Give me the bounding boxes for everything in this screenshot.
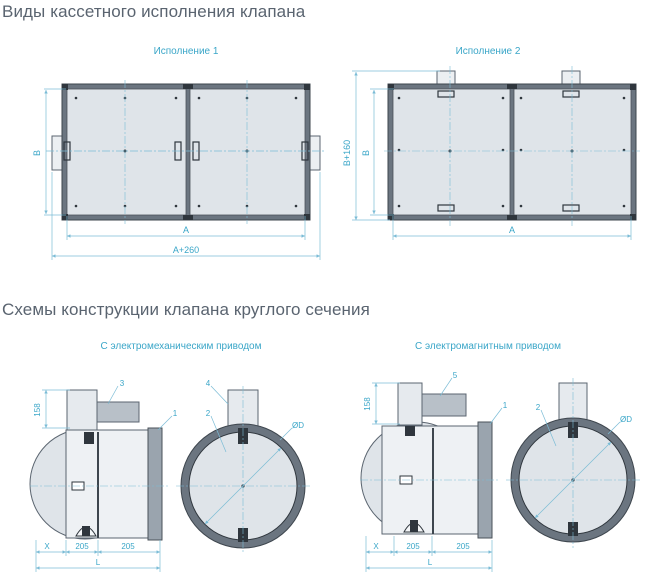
actuator-motor	[96, 401, 140, 423]
variant-2-dimensions	[352, 70, 632, 240]
dim-205b-mg: 205	[456, 542, 470, 551]
caption-variant-1: Исполнение 1	[153, 46, 219, 57]
actuator-box	[66, 389, 98, 433]
dim-205a-mg: 205	[406, 542, 420, 551]
dim-a260: A+260	[173, 245, 199, 255]
round-electromech-front-leaders	[210, 385, 293, 453]
round-electromag-front	[506, 378, 640, 548]
caption-electromagnetic: С электромагнитным приводом	[415, 341, 561, 352]
caption-electromechanical: С электромеханическим приводом	[100, 341, 262, 352]
round-electromag-front-leaders	[540, 409, 621, 447]
caption-variant-2: Исполнение 2	[455, 46, 521, 57]
round-electromag-side-dims	[365, 377, 503, 572]
top-flange-left	[436, 70, 456, 86]
dim-205a-em: 205	[75, 542, 89, 551]
dim-x-em: X	[44, 542, 50, 551]
dim-a-v2: A	[509, 225, 515, 235]
section-title-round: Схемы конструкции клапана круглого сечен…	[2, 300, 370, 319]
round-electromech-side	[29, 389, 170, 541]
dim-b-v2: B	[361, 150, 371, 156]
dim-158-em: 158	[33, 403, 42, 417]
dim-205b-em: 205	[121, 542, 135, 551]
round-electromech-front	[176, 386, 310, 552]
dim-a-v1: A	[183, 225, 189, 235]
dim-b-v1: B	[32, 150, 42, 156]
dim-od-mg: ØD	[620, 415, 632, 424]
callout-4: 4	[206, 379, 211, 388]
dim-x-mg: X	[373, 542, 379, 551]
callout-1-mg: 1	[503, 401, 508, 410]
top-flange-right	[561, 70, 581, 86]
callout-2-mg: 2	[536, 403, 541, 412]
variant-2-drawing	[384, 66, 640, 226]
callout-5: 5	[453, 371, 458, 380]
round-electromag-side	[360, 382, 500, 539]
callout-2-em: 2	[206, 409, 211, 418]
variant-1-drawing	[46, 80, 326, 224]
dim-l-mg: L	[428, 558, 433, 567]
dim-od-em: ØD	[292, 421, 304, 430]
dim-b160: B+160	[342, 140, 352, 166]
variant-1-dimensions	[44, 88, 321, 260]
section-title-cassette: Виды кассетного исполнения клапана	[2, 2, 306, 21]
dim-158-mg: 158	[363, 397, 372, 411]
callout-3: 3	[120, 379, 125, 388]
dim-l-em: L	[96, 558, 101, 567]
panel-left	[66, 88, 187, 216]
callout-1-em: 1	[173, 409, 178, 418]
round-electromech-side-dims	[35, 385, 173, 572]
